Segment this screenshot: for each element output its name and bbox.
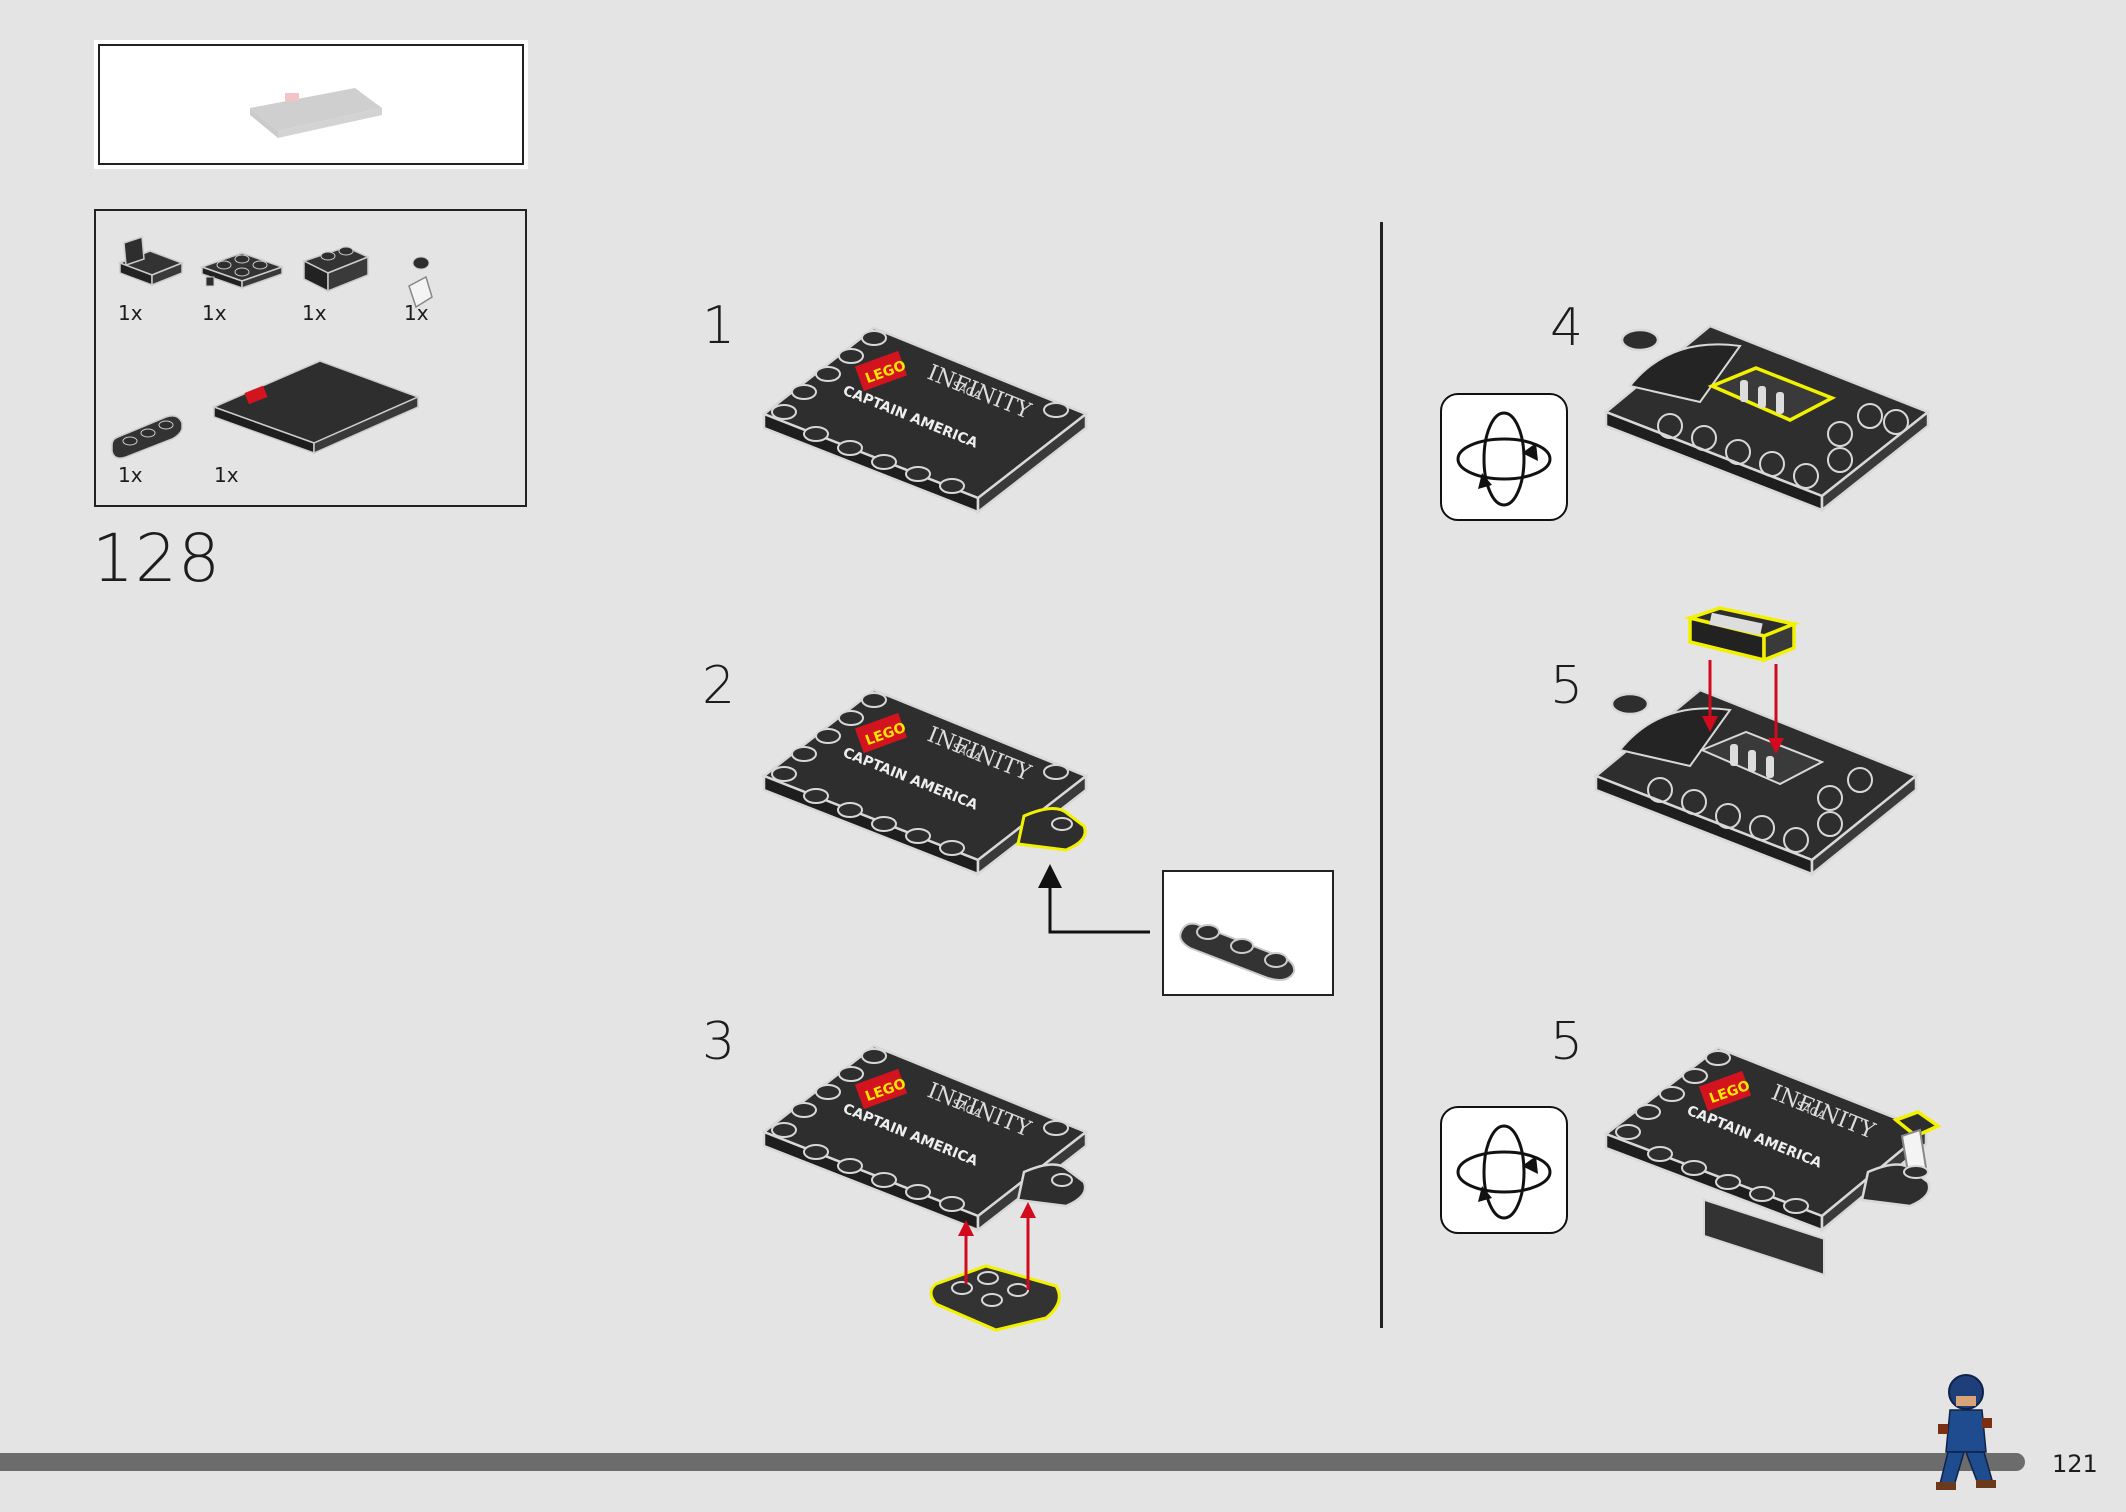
step-5a-illustration [1593,606,1919,877]
column-divider [1380,222,1383,1328]
technic-pin-icon [408,256,433,309]
qty-label: 1x [404,301,429,325]
qty-label: 1x [214,463,239,487]
step-number-5b: 5 [1550,1012,1584,1072]
step-3-tile-illustration: LEGO INFINITY SAGA CAPTAIN AMERICA [761,1044,1089,1332]
step-number-5a: 5 [1550,656,1584,716]
rotate-model-icon [1440,393,1568,521]
qty-label: 1x [118,301,143,325]
step-number-2: 2 [702,656,736,716]
callout-box [1162,870,1334,996]
qty-label: 1x [118,463,143,487]
step-number-1: 1 [702,296,736,356]
step-number-3: 3 [702,1012,736,1072]
parts-list-art [111,235,433,459]
qty-label: 1x [202,301,227,325]
step-number-4: 4 [1550,298,1584,358]
printed-tile-4x6-icon [211,360,420,455]
step-1-tile-illustration: LEGO INFINITY SAGA CAPTAIN AMERICA [761,326,1089,515]
page-number: 121 [2052,1450,2098,1478]
qty-label: 1x [302,301,327,325]
rotate-model-icon [1440,1106,1568,1234]
progress-bar [0,1453,2025,1471]
plate-2x2-pin-icon [199,252,285,290]
step-5b-illustration: LEGO INFINITY SAGA CAPTAIN AMERICA [1603,1046,1942,1277]
plate-1x3-rounded-icon [1179,922,1296,981]
callout-arrow [1038,864,1150,934]
slope-plate-2x2-icon [302,246,370,293]
captain-america-minifigure-icon [1936,1374,1996,1490]
submodel-preview-image [250,88,382,138]
main-step-number: 128 [92,520,221,597]
submodel-preview-box [94,40,528,169]
hinge-brick-icon [117,235,185,287]
step-2-tile-illustration: LEGO INFINITY SAGA CAPTAIN AMERICA [761,688,1089,877]
parts-list-box: 1x 1x 1x 1x 1x 1x [94,209,527,507]
plate-1x3-rounded-icon [111,415,183,459]
step-4-underside-illustration [1603,324,1931,513]
